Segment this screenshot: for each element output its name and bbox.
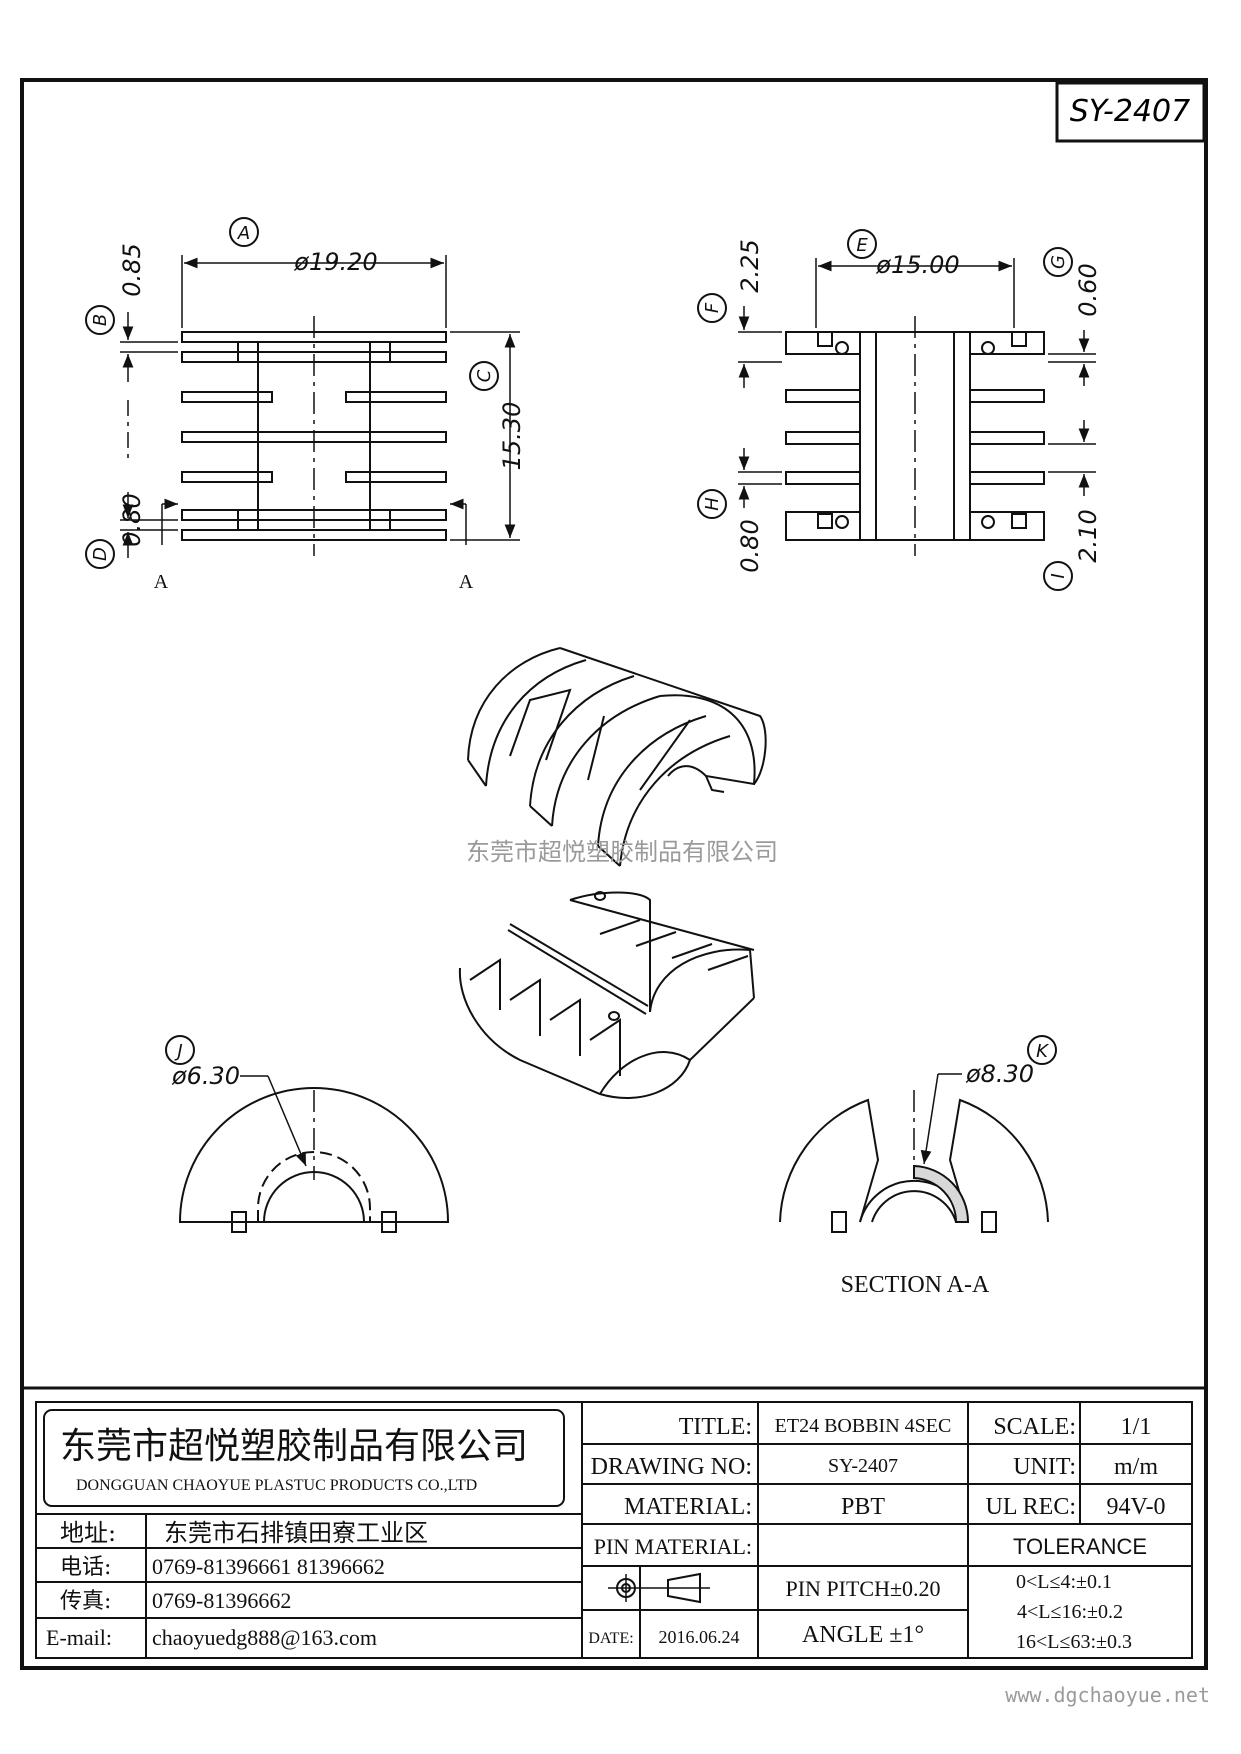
balloon-c [469, 361, 499, 391]
company-name-cn: 东莞市超悦塑胶制品有限公司 [60, 1426, 528, 1467]
title-value: ET24 BOBBIN 4SEC [775, 1415, 952, 1437]
dim-c-value: 15.30 [498, 402, 526, 471]
scale-label: SCALE: [993, 1414, 1076, 1440]
company-box [43, 1409, 565, 1507]
balloon-k-label: K [1036, 1041, 1049, 1062]
pin-material-label: PIN MATERIAL: [594, 1534, 752, 1559]
tolerance-row-1: 0<L≤4:±0.1 [1016, 1571, 1112, 1593]
drawing-no-label: DRAWING NO: [591, 1454, 752, 1480]
balloon-i-label: I [1048, 573, 1069, 578]
address-value: 东莞市石排镇田寮工业区 [164, 1519, 428, 1547]
flange-bottom [181, 529, 447, 541]
isometric-view-top [467, 647, 767, 867]
balloon-a [229, 217, 259, 247]
balloon-h-label: H [702, 497, 723, 511]
company-name-en: DONGGUAN CHAOYUE PLASTUC PRODUCTS CO.,LT… [76, 1477, 477, 1494]
drawing-code-box [1055, 81, 1206, 143]
dim-e-value: ø15.00 [875, 251, 959, 279]
section-marker-right: A [459, 571, 474, 593]
unit-label: UNIT: [1013, 1454, 1076, 1480]
drawing-no-value: SY-2407 [828, 1455, 898, 1477]
fax-label: 传真: [60, 1589, 111, 1614]
balloon-e-label: E [856, 235, 868, 256]
ul-value: 94V-0 [1106, 1494, 1165, 1520]
balloon-j [165, 1035, 195, 1065]
front-view [181, 316, 447, 556]
balloon-d-label: D [90, 547, 111, 561]
email-label: E-mail: [46, 1625, 112, 1650]
section-marker-left: A [154, 571, 169, 593]
dim-i-value: 2.10 [1074, 509, 1102, 562]
phone-value: 0769-81396661 81396662 [152, 1554, 385, 1579]
phone-label: 电话: [60, 1555, 111, 1580]
fax-value: 0769-81396662 [152, 1588, 291, 1613]
balloon-f [697, 293, 727, 323]
material-value: PBT [841, 1494, 885, 1520]
angle-tolerance: ANGLE ±1° [802, 1622, 924, 1648]
balloon-d [85, 539, 115, 569]
balloon-g [1043, 247, 1073, 277]
date-value: 2016.06.24 [659, 1627, 740, 1647]
dim-b-value: 0.85 [118, 243, 146, 296]
isometric-view-bottom [458, 891, 755, 1099]
dim-j-value: ø6.30 [171, 1062, 240, 1090]
balloon-g-label: G [1048, 255, 1069, 269]
dim-f-value: 2.25 [736, 239, 764, 292]
balloon-c-label: C [474, 369, 495, 382]
section-view-k [779, 1090, 1049, 1233]
side-view [785, 316, 1045, 556]
bottom-view-j [178, 1087, 450, 1233]
address-label: 地址: [60, 1519, 116, 1547]
unit-value: m/m [1114, 1454, 1158, 1480]
title-label: TITLE: [679, 1414, 752, 1440]
balloon-e [847, 229, 877, 259]
dim-h-value: 0.80 [736, 519, 764, 572]
section-label: SECTION A-A [841, 1272, 990, 1298]
tolerance-title: TOLERANCE [1013, 1534, 1147, 1559]
balloon-b-label: B [90, 314, 111, 326]
balloon-b [85, 305, 115, 335]
date-label: DATE: [588, 1630, 633, 1647]
outer-frame [20, 78, 1208, 1670]
scale-value: 1/1 [1121, 1414, 1152, 1440]
email-value: chaoyuedg888@163.com [152, 1625, 377, 1650]
ul-label: UL REC: [986, 1494, 1076, 1520]
balloon-j-label: J [174, 1041, 182, 1062]
website-link[interactable]: www.dgchaoyue.net [1005, 1683, 1210, 1707]
tolerance-row-3: 16<L≤63:±0.3 [1016, 1631, 1132, 1653]
tolerance-row-2: 4<L≤16:±0.2 [1017, 1601, 1123, 1623]
balloon-h [697, 489, 727, 519]
pin-pitch: PIN PITCH±0.20 [785, 1576, 940, 1601]
balloon-a-label: A [237, 223, 250, 244]
balloon-k [1027, 1035, 1057, 1065]
balloon-f-label: F [702, 302, 723, 313]
title-block [24, 1386, 1204, 1659]
dim-g-value: 0.60 [1074, 263, 1102, 316]
dim-k-value: ø8.30 [965, 1060, 1034, 1088]
watermark: 东莞市超悦塑胶制品有限公司 [466, 838, 778, 866]
drawing-code: SY-2407 [1070, 94, 1190, 129]
dim-a-value: ø19.20 [293, 248, 377, 276]
material-label: MATERIAL: [624, 1494, 752, 1520]
dim-d-value: 0.80 [118, 493, 146, 546]
balloon-i [1043, 561, 1073, 591]
